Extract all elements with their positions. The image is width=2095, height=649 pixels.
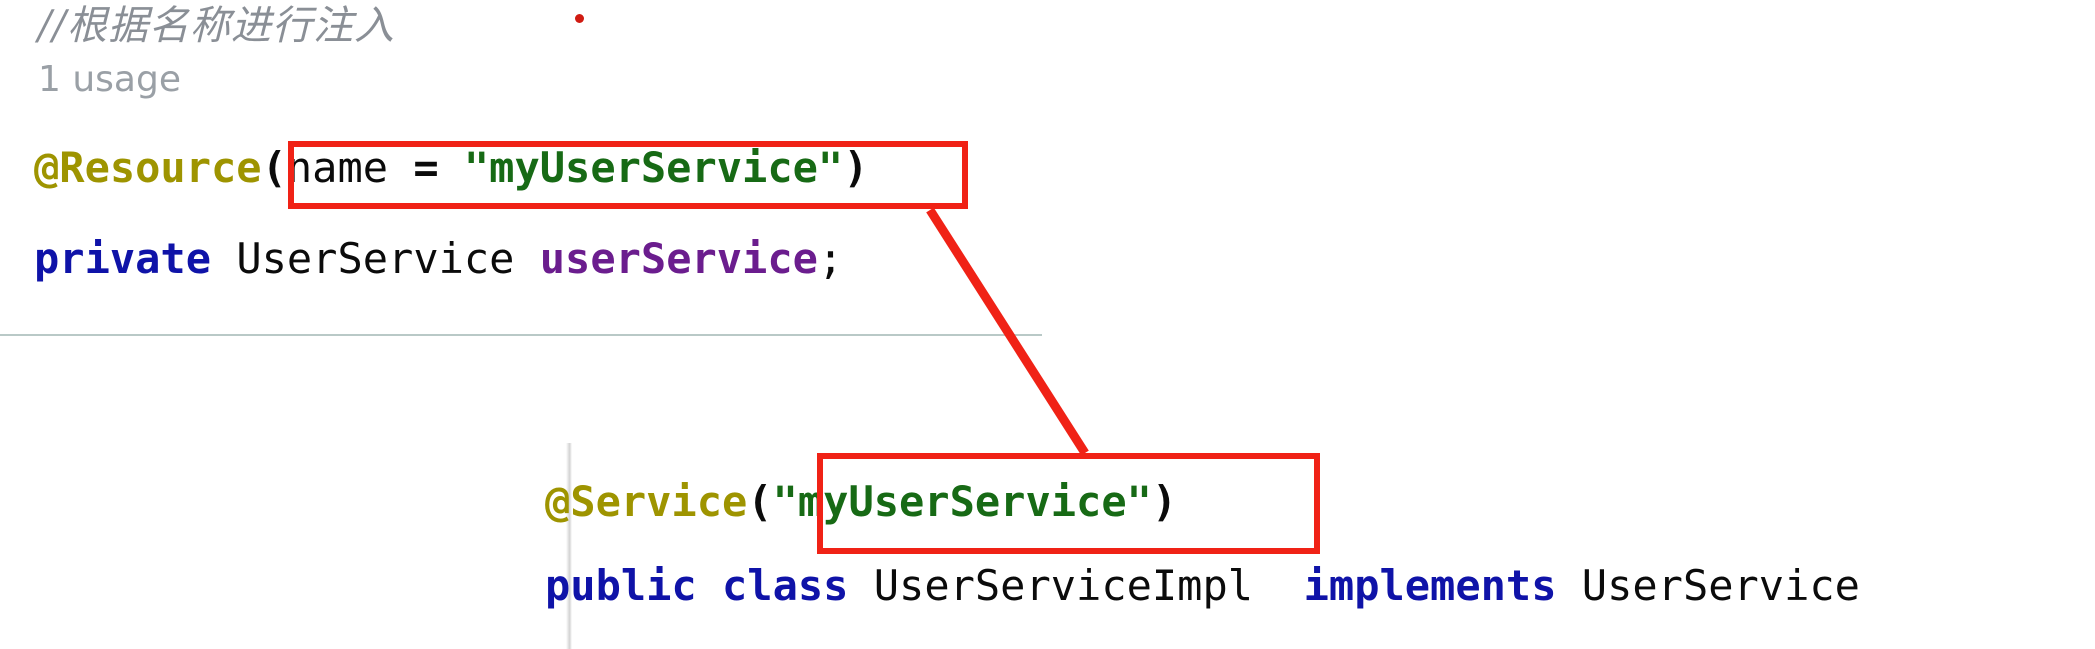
cursor-dot-icon — [575, 14, 584, 23]
class-keyword-token: class — [722, 561, 849, 610]
service-annotation-token[interactable]: @Service — [545, 477, 748, 526]
open-paren-token-2: ( — [747, 477, 773, 526]
public-keyword-token: public — [545, 561, 697, 610]
field-name-token: userService — [539, 234, 818, 283]
usage-hint-label[interactable]: 1 usage — [38, 59, 181, 100]
editor-gutter-bar — [566, 443, 572, 649]
implements-keyword-token: implements — [1303, 561, 1557, 610]
resource-annotation-token[interactable]: @Resource — [34, 143, 262, 192]
space-6 — [1557, 561, 1582, 610]
space-3 — [697, 561, 722, 610]
close-paren-token-2: ) — [1151, 477, 1178, 526]
class-declaration-line: public class UserServiceImpl implements … — [545, 565, 1860, 607]
bean-name-string-token: "myUserService" — [463, 143, 844, 192]
resource-annotation-line: @Resource(name = "myUserService") — [34, 147, 868, 189]
inline-comment: //根据名称进行注入 — [38, 3, 395, 49]
space-2 — [514, 234, 539, 283]
service-annotation-line: @Service("myUserService") — [545, 481, 1177, 523]
semicolon-token: ; — [817, 234, 844, 283]
space-1 — [211, 234, 236, 283]
equals-token: = — [388, 143, 464, 192]
field-type-token: UserService — [236, 234, 515, 283]
section-divider — [0, 334, 1042, 336]
space-5 — [1253, 561, 1304, 610]
open-paren-token: ( — [261, 143, 287, 192]
attribute-name-token: name — [286, 143, 389, 192]
field-declaration-line: private UserService userService; — [34, 238, 843, 280]
class-name-token: UserServiceImpl — [873, 561, 1254, 610]
private-keyword-token: private — [34, 234, 212, 283]
space-4 — [848, 561, 873, 610]
close-paren-token: ) — [843, 143, 869, 192]
service-bean-name-string-token: "myUserService" — [772, 477, 1152, 526]
interface-name-token: UserService — [1581, 561, 1860, 610]
